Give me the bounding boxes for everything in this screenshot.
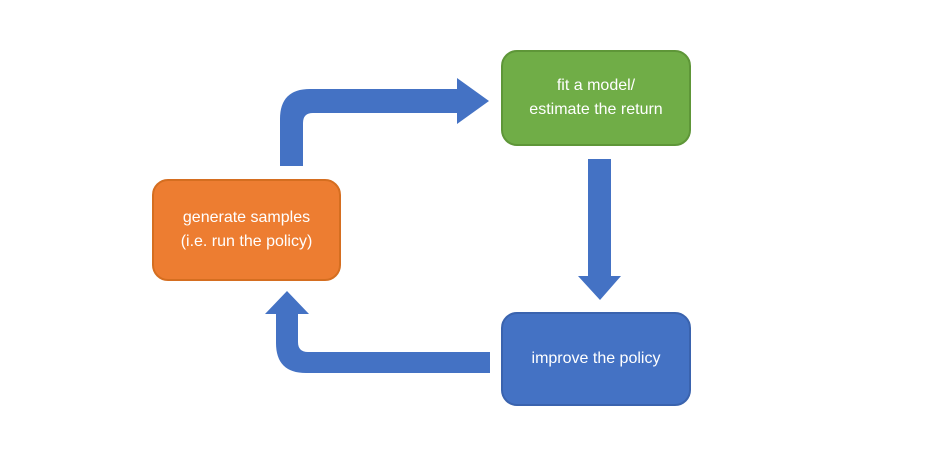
node-improve-policy-label-line1: improve the policy [531,350,661,367]
node-generate-samples: generate samples (i.e. run the policy) [152,179,341,281]
arrow-fit-to-improve-icon [578,159,621,300]
node-improve-policy: improve the policy [501,312,691,406]
node-fit-model-label-line1: fit a model/ [556,77,636,94]
node-generate-samples-label-line2: (i.e. run the policy) [180,233,313,250]
node-generate-samples-label-line1: generate samples [182,209,311,226]
arrow-generate-to-fit-icon [280,78,489,166]
arrow-improve-to-generate-icon [265,291,490,373]
node-fit-model-label-line2: estimate the return [529,101,663,118]
node-fit-model: fit a model/ estimate the return [501,50,691,146]
